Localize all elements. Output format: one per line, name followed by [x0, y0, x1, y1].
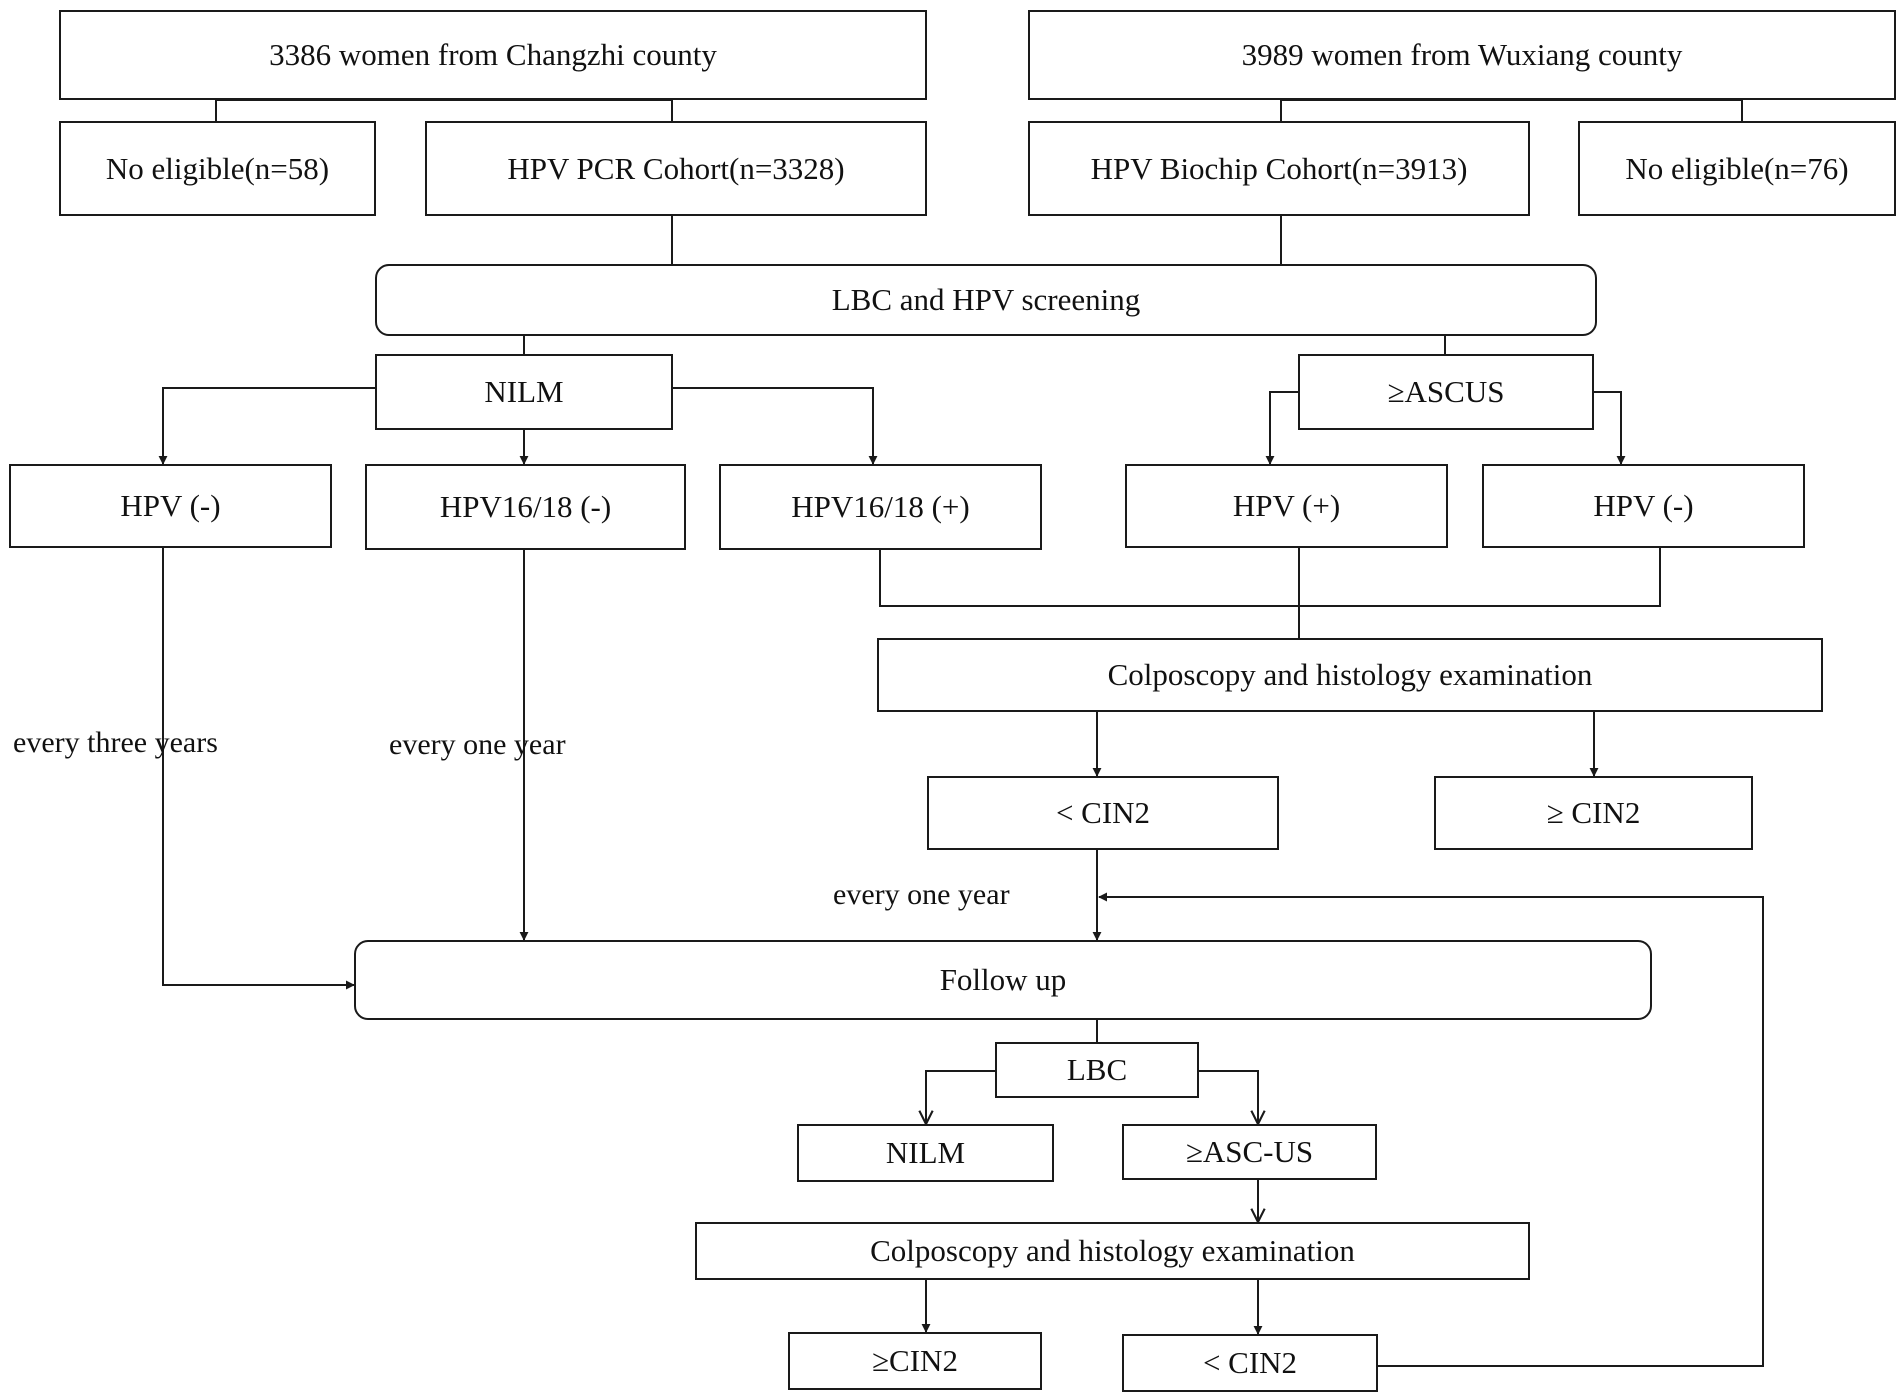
node-no-eligible-left: No eligible(n=58) — [59, 121, 376, 216]
edge-label-every-one-year-right: every one year — [833, 878, 1010, 911]
node-nilm-2: NILM — [797, 1124, 1054, 1182]
connector-wuxiang-split — [1280, 99, 1743, 121]
node-follow-up: Follow up — [354, 940, 1652, 1020]
arrow-ascus-hpv-pos — [1265, 391, 1298, 465]
node-hpv-negative-left: HPV (-) — [9, 464, 332, 548]
node-ge-cin2-1: ≥ CIN2 — [1434, 776, 1753, 850]
node-asc-us: ≥ASC-US — [1122, 1124, 1377, 1180]
node-lbc: LBC — [995, 1042, 1199, 1098]
node-hpv1618-negative: HPV16/18 (-) — [365, 464, 686, 550]
node-hpv-negative-right: HPV (-) — [1482, 464, 1805, 548]
node-colposcopy-histology-2: Colposcopy and histology examination — [695, 1222, 1530, 1280]
node-lt-cin2-1: < CIN2 — [927, 776, 1279, 850]
arrow-hpv-neg-follow-up — [162, 548, 355, 990]
node-lt-cin2-2: < CIN2 — [1122, 1334, 1378, 1392]
edge-label-every-one-year-left: every one year — [389, 728, 566, 761]
node-wuxiang-women: 3989 women from Wuxiang county — [1028, 10, 1896, 100]
node-no-eligible-right: No eligible(n=76) — [1578, 121, 1896, 216]
node-nilm: NILM — [375, 354, 673, 430]
node-colposcopy-histology-1: Colposcopy and histology examination — [877, 638, 1823, 712]
node-lbc-hpv-screening: LBC and HPV screening — [375, 264, 1597, 336]
arrow-nilm-hpv1618-pos — [672, 387, 878, 465]
node-ascus: ≥ASCUS — [1298, 354, 1594, 430]
connector-changzhi-split — [215, 99, 673, 121]
node-hpv-biochip-cohort: HPV Biochip Cohort(n=3913) — [1028, 121, 1530, 216]
node-hpv1618-positive: HPV16/18 (+) — [719, 464, 1042, 550]
edge-label-every-three-years: every three years — [13, 726, 218, 759]
arrow-nilm-hpv-neg — [158, 387, 375, 465]
arrow-ascus-hpv-neg — [1593, 391, 1626, 465]
node-ge-cin2-2: ≥CIN2 — [788, 1332, 1042, 1390]
node-hpv-pcr-cohort: HPV PCR Cohort(n=3328) — [425, 121, 927, 216]
node-changzhi-women: 3386 women from Changzhi county — [59, 10, 927, 100]
connector-merge-colposcopy — [879, 548, 1661, 638]
node-hpv-positive: HPV (+) — [1125, 464, 1448, 548]
arrow-lbc-asc-us — [1199, 1070, 1258, 1124]
arrow-lbc-nilm — [926, 1070, 995, 1124]
arrow-feedback-loop — [1098, 892, 1764, 1367]
